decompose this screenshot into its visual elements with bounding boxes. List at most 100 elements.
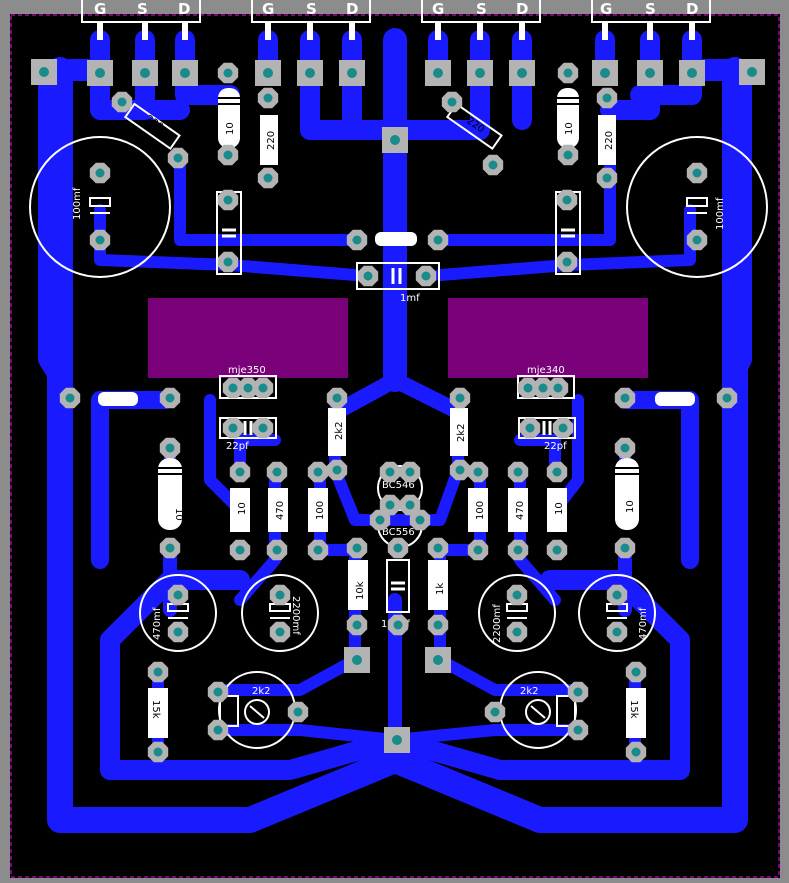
mosfet-header-3: G S D	[421, 0, 541, 23]
drill-hole	[645, 68, 655, 78]
drill-hole	[332, 393, 342, 403]
res-10-mid-left: 10	[230, 488, 250, 532]
drill-hole	[523, 383, 533, 393]
drill-hole	[687, 68, 697, 78]
pin-d-label: D	[686, 0, 698, 18]
cap-2200mf-right-label: 2200mf	[492, 604, 503, 643]
res-470-left-label: 470	[275, 501, 286, 520]
pin-g-label: G	[600, 0, 612, 18]
drill-hole	[228, 423, 238, 433]
cap-2200mf-left-label: 2200mf	[290, 596, 301, 635]
res-center-horizontal	[375, 232, 417, 246]
cap-22pf-right: 22pf	[518, 417, 576, 452]
drill-hole	[692, 168, 702, 178]
res-470-right-label: 470	[515, 501, 526, 520]
drill-hole	[165, 543, 175, 553]
cap-1mf: 1mf	[356, 262, 440, 304]
drill-hole	[223, 68, 233, 78]
drill-hole	[620, 543, 630, 553]
drill-hole	[165, 393, 175, 403]
drill-hole	[512, 627, 522, 637]
drill-hole	[263, 93, 273, 103]
drill-hole	[235, 545, 245, 555]
drill-hole	[213, 725, 223, 735]
cap-470mf-right-label: 470mf	[638, 607, 649, 640]
res-10-upper-left-label: 10	[225, 122, 236, 135]
res-220-vert-left-label: 220	[266, 131, 277, 150]
drill-hole	[612, 590, 622, 600]
drill-hole	[553, 383, 563, 393]
drill-hole	[602, 93, 612, 103]
drill-hole	[352, 543, 362, 553]
res-220-vert-left: 220	[260, 115, 278, 165]
square-pads	[31, 59, 765, 753]
drill-hole	[573, 687, 583, 697]
drill-hole	[352, 620, 362, 630]
res-10-side-right-label: 10	[625, 500, 636, 513]
res-220-vert-right: 220	[598, 115, 616, 165]
drill-hole	[562, 195, 572, 205]
res-15k-left: 15k	[148, 688, 168, 738]
drill-hole	[153, 747, 163, 757]
cap-470mf-left-label: 470mf	[152, 607, 163, 640]
drill-hole	[95, 168, 105, 178]
drill-hole	[352, 235, 362, 245]
drill-hole	[375, 515, 385, 525]
drill-hole	[473, 467, 483, 477]
mje350-label: mje350	[228, 365, 266, 376]
drill-hole	[223, 150, 233, 160]
res-2k2-right: 2k2	[450, 408, 468, 456]
drill-hole	[433, 620, 443, 630]
drill-hole	[263, 68, 273, 78]
drill-hole	[433, 235, 443, 245]
drill-hole	[392, 735, 402, 745]
drill-hole	[117, 97, 127, 107]
drill-hole	[263, 173, 273, 183]
drill-hole	[258, 383, 268, 393]
drill-hole	[173, 590, 183, 600]
res-10-mid-left-label: 10	[237, 502, 248, 515]
cap-100mf-left: 100mf	[29, 136, 171, 278]
drill-hole	[390, 135, 400, 145]
res-100-left: 100	[308, 488, 328, 532]
res-2k2-right-label: 2k2	[456, 423, 467, 442]
drill-hole	[631, 747, 641, 757]
drill-hole	[552, 545, 562, 555]
drill-hole	[421, 271, 431, 281]
drill-hole	[631, 667, 641, 677]
drill-hole	[140, 68, 150, 78]
drill-hole	[558, 423, 568, 433]
res-10-upper-right: 10	[557, 88, 579, 148]
pot-2k2-left-label: 2k2	[252, 686, 271, 697]
drill-hole	[517, 68, 527, 78]
pin-g-label: G	[432, 0, 444, 18]
pin-s-label: S	[645, 0, 656, 18]
drill-hole	[180, 68, 190, 78]
drill-hole	[272, 467, 282, 477]
res-2k2-left: 2k2	[328, 408, 346, 456]
cap-22pf-left-label: 22pf	[226, 441, 249, 452]
res-10k: 10k	[348, 560, 368, 610]
res-220-vert-right-label: 220	[604, 131, 615, 150]
res-side-horizontal-left	[98, 392, 138, 406]
res-1k-label: 1k	[435, 583, 446, 595]
cap-100mf-right-label: 100mf	[715, 197, 726, 230]
heatsink-plate-left	[148, 298, 348, 378]
res-470-left: 470	[268, 488, 288, 532]
cap-100mf-right: 100mf	[626, 136, 768, 278]
drill-hole	[692, 235, 702, 245]
drill-hole	[620, 443, 630, 453]
drill-hole	[512, 590, 522, 600]
res-100-right-label: 100	[475, 501, 486, 520]
drill-hole	[562, 257, 572, 267]
res-470-right: 470	[508, 488, 528, 532]
drill-hole	[352, 655, 362, 665]
drill-hole	[600, 68, 610, 78]
pot-2k2-right-label: 2k2	[520, 686, 539, 697]
res-10-side-left-label: 10	[173, 508, 184, 521]
pin-d-label: D	[516, 0, 528, 18]
drill-hole	[722, 393, 732, 403]
drill-hole	[393, 543, 403, 553]
drill-hole	[473, 545, 483, 555]
drill-hole	[332, 465, 342, 475]
